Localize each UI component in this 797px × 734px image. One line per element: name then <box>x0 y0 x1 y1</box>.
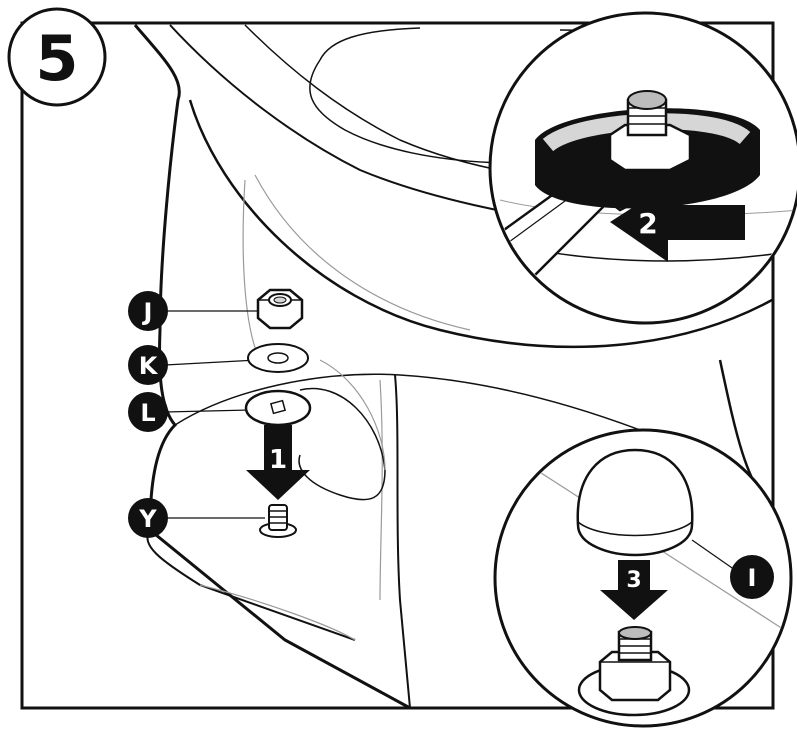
badge-y: Y <box>128 498 168 538</box>
badge-k: K <box>128 345 168 385</box>
toilet-bowl-drawing <box>133 24 773 710</box>
washer-k <box>247 343 309 373</box>
badge-y-label: Y <box>138 505 157 533</box>
detail-attach-cap: 3 I <box>493 428 793 728</box>
nut-j <box>256 288 304 330</box>
step-number: 5 <box>35 22 78 95</box>
badge-i-label: I <box>748 564 757 592</box>
cap-base-l <box>244 389 312 427</box>
badge-j-label: J <box>142 298 153 326</box>
arrow-3-label: 3 <box>626 568 641 593</box>
badge-l-label: L <box>140 399 155 427</box>
arrow-down-1: 1 <box>246 425 310 500</box>
leader-lines <box>164 310 265 519</box>
arrow-1-label: 1 <box>269 445 287 475</box>
badge-l: L <box>128 392 168 432</box>
badge-j: J <box>128 291 168 331</box>
badge-k-label: K <box>139 352 159 380</box>
arrow-2-label: 2 <box>638 207 657 240</box>
step-number-badge: 5 <box>7 7 107 107</box>
detail-tighten-nut: 2 <box>488 11 797 325</box>
bolt-y <box>259 504 297 538</box>
badge-i <box>730 555 774 599</box>
